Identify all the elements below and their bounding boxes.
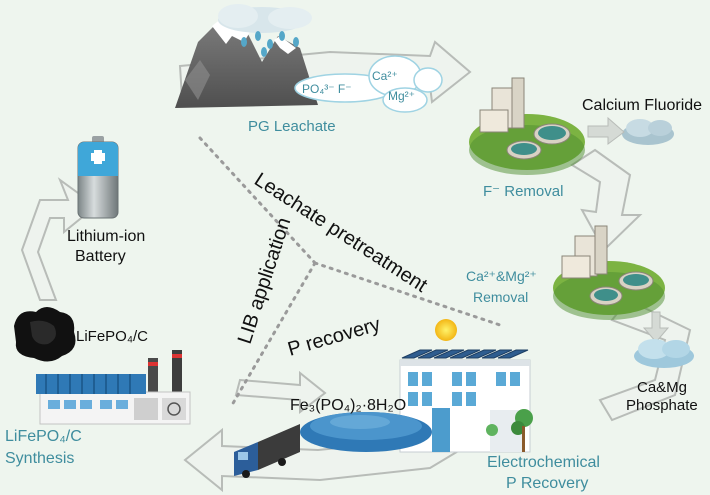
synthesis-line2: Synthesis [5,450,74,467]
battery-line1: Lithium-ion [67,228,145,245]
battery-icon [77,136,119,219]
section-p-recovery: P recovery [285,313,383,360]
electrochem-line2: P Recovery [506,475,588,492]
ion-mg-label: Mg²⁺ [388,89,415,103]
camg-removal-line1: Ca²⁺&Mg²⁺ [466,268,537,284]
camg-phosphate-line2: Phosphate [626,397,698,414]
fe-phosphate-label: Fe₃(PO₄)₂·8H₂O [290,397,406,414]
calcium-fluoride-label: Calcium Fluoride [582,97,702,114]
cycle-arrow-right-1 [570,148,643,252]
camg-phosphate-cloud-icon [634,339,694,368]
section-lib-application: LIB application [234,215,295,347]
ions-po4-f-label: PO₄³⁻ F⁻ [302,82,352,96]
section-dividers [198,136,502,407]
rain-cloud-icon [218,4,312,57]
camg-phosphate-line1: Ca&Mg [637,379,687,396]
truck-icon [234,424,300,478]
lifepo4-carbon-blob-icon [14,307,76,362]
camg-removal-line2: Removal [473,289,528,305]
arrow-to-phosphate [642,311,670,343]
treatment-plant-icon-1 [469,77,585,175]
fe-phosphate-pile-icon [300,412,432,452]
f-removal-label: F⁻ Removal [483,183,563,200]
ion-ca-label: Ca²⁺ [372,69,398,83]
ion-bubbles [294,55,443,113]
battery-line2: Battery [75,248,126,265]
synthesis-line1: LiFePO₄/C [5,428,82,445]
lifepo4-factory-icon [36,350,191,425]
sun-icon [435,319,457,341]
electrochem-line1: Electrochemical [487,454,600,471]
calcium-fluoride-cloud-icon [622,119,674,145]
treatment-plant-icon-2 [553,225,665,320]
arrow-to-electrochem [234,370,327,415]
arrow-to-caf2 [587,116,625,145]
pg-leachate-label: PG Leachate [248,118,336,135]
lifepo4-c-label: LiFePO₄/C [76,328,148,345]
